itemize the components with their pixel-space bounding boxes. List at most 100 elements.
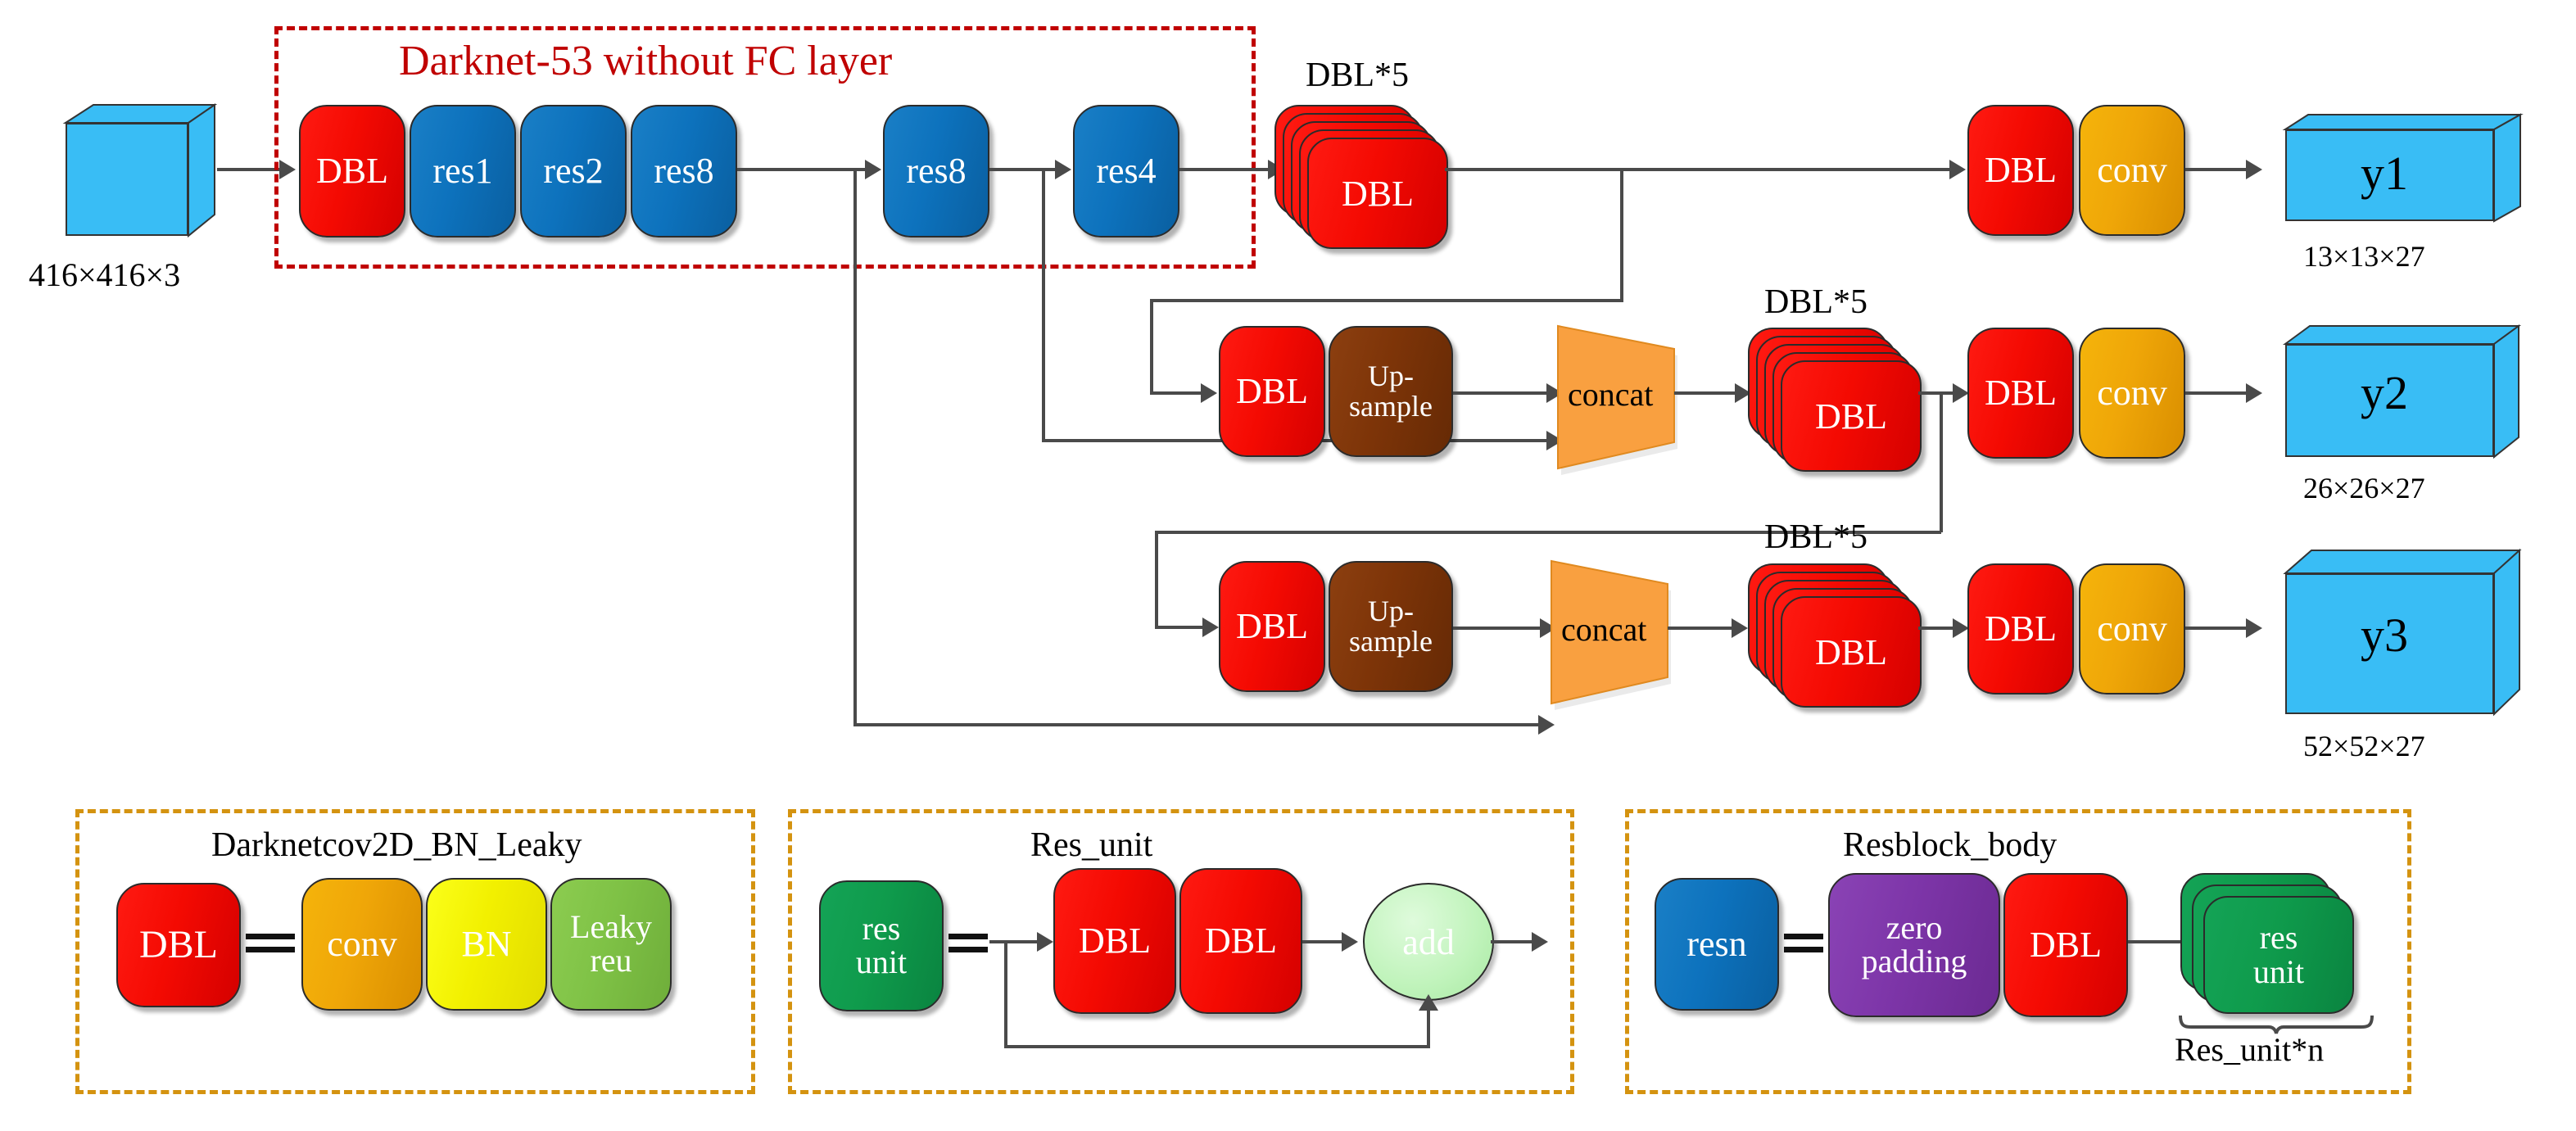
dbl5-stack-branch1[interactable]: DBL	[1274, 105, 1448, 249]
legend-resunit-container	[788, 809, 1574, 1094]
head-conv-branch1[interactable]: conv	[2079, 105, 2185, 236]
arrowhead-res8a-to-res8b	[865, 160, 881, 179]
legend-resunit-edge-to-add	[1302, 940, 1345, 943]
output-cube-y3: y3	[2283, 548, 2531, 717]
arrowhead-branch1-tap-into-dbl	[1201, 383, 1217, 403]
head-conv-branch2[interactable]: conv	[2079, 328, 2185, 459]
head-dbl-branch3[interactable]: DBL	[1967, 563, 2074, 694]
backbone-block-dbl[interactable]: DBL	[299, 105, 405, 238]
arrowhead-dbl5-to-head-branch3	[1953, 618, 1969, 638]
legend-dbl-container	[75, 809, 755, 1094]
head-conv-branch3[interactable]: conv	[2079, 563, 2185, 694]
arrowhead-concat-to-dbl5-branch2	[1735, 383, 1751, 403]
legend-resunit-arrowhead-in	[1037, 932, 1053, 952]
output-label-y2: y2	[2361, 366, 2408, 419]
legend-resblock-equals	[1784, 934, 1823, 952]
arrowhead-input-to-backbone	[279, 160, 296, 179]
legend-resunit-arrowhead-to-add	[1342, 932, 1358, 952]
dbl5-stack-branch2[interactable]: DBL	[1748, 328, 1922, 472]
legend-dbl-conv[interactable]: conv	[301, 878, 423, 1011]
concat-branch3[interactable]: concat	[1551, 559, 1691, 710]
legend-dbl-bn[interactable]: BN	[426, 878, 547, 1011]
route-branch1-tap-vertical	[1620, 168, 1623, 301]
backbone-block-res8-b[interactable]: res8	[883, 105, 989, 238]
legend-resblock-zeropadding[interactable]: zero padding	[1828, 873, 2000, 1017]
legend-resunit-add[interactable]: add	[1363, 883, 1494, 1001]
legend-resblock-lhs[interactable]: resn	[1655, 878, 1779, 1011]
output-label-y1: y1	[2361, 147, 2408, 200]
edge-res4-to-dbl5	[1179, 168, 1270, 171]
legend-resunit-title: Res_unit	[1030, 826, 1153, 864]
route-res8b-vertical	[1042, 168, 1045, 442]
head-dbl-branch1[interactable]: DBL	[1967, 105, 2074, 236]
edge-head-to-output-branch1	[2185, 168, 2249, 171]
input-tensor-cube	[62, 103, 218, 238]
route-branch2-tap-vertical	[1940, 391, 1943, 532]
output-shape-y1: 13×13×27	[2303, 240, 2425, 273]
backbone-block-res1[interactable]: res1	[410, 105, 516, 238]
edge-concat-to-dbl5-branch2	[1674, 391, 1738, 395]
legend-resblock-dbl[interactable]: DBL	[2003, 873, 2128, 1017]
legend-dbl-leaky[interactable]: Leaky reu	[550, 878, 672, 1011]
legend-resblock-edge-to-stack	[2128, 940, 2187, 943]
route-branch2-tap-horizontal	[1155, 531, 1941, 534]
output-shape-y2: 26×26×27	[2303, 472, 2425, 504]
edge-upsample-to-concat-branch3	[1453, 627, 1543, 630]
upsample-dbl-branch3[interactable]: DBL	[1219, 561, 1325, 692]
upsample-block-branch2[interactable]: Up- sample	[1329, 326, 1453, 457]
legend-resblock-brace-label: Res_unit*n	[2175, 1031, 2325, 1068]
route-res8a-vertical	[853, 168, 857, 726]
darknet53-container	[274, 26, 1256, 269]
dbl5-block-branch2: DBL	[1781, 360, 1922, 472]
upsample-block-branch3[interactable]: Up- sample	[1329, 561, 1453, 692]
arrowhead-dbl5-to-head-branch1	[1949, 160, 1966, 179]
legend-dbl-equals	[246, 934, 295, 952]
legend-dbl-lhs[interactable]: DBL	[116, 883, 241, 1007]
arrowhead-branch2-tap-into-dbl	[1202, 618, 1219, 637]
edge-input-to-backbone	[217, 168, 281, 171]
route-branch1-tap-into-dbl	[1150, 391, 1204, 395]
legend-resblock-container	[1625, 809, 2411, 1094]
legend-resunit-arrowhead-out	[1532, 932, 1548, 952]
legend-resunit-skip-horizontal	[1004, 1045, 1430, 1048]
legend-resunit-edge-in	[989, 940, 1040, 943]
edge-head-to-output-branch3	[2185, 627, 2249, 630]
legend-resunit-edge-out	[1491, 940, 1535, 943]
upsample-dbl-branch2[interactable]: DBL	[1219, 326, 1325, 457]
backbone-block-res4[interactable]: res4	[1073, 105, 1179, 238]
legend-resblock-resunit-stack[interactable]: res unit	[2180, 873, 2374, 1017]
legend-resunit-dbl-1[interactable]: DBL	[1053, 868, 1176, 1014]
legend-resblock-title: Resblock_body	[1843, 826, 2058, 864]
backbone-block-res8-a[interactable]: res8	[631, 105, 737, 238]
route-branch2-tap-down	[1155, 531, 1158, 627]
legend-dbl-title: Darknetcov2D_BN_Leaky	[211, 826, 582, 864]
dbl5-label-branch2: DBL*5	[1764, 283, 1867, 321]
output-shape-y3: 52×52×27	[2303, 730, 2425, 762]
legend-resunit-skip-up	[1427, 1009, 1430, 1048]
head-dbl-branch2[interactable]: DBL	[1967, 328, 2074, 459]
arrowhead-route-res8a-to-concat3	[1538, 715, 1555, 735]
edge-res8a-to-res8b	[737, 168, 867, 171]
concat-branch2[interactable]: concat	[1557, 324, 1697, 475]
dbl5-label-branch3: DBL*5	[1764, 518, 1867, 556]
legend-resblock-brace	[2177, 1012, 2382, 1037]
arrowhead-concat-to-dbl5-branch3	[1732, 618, 1748, 638]
arrowhead-res8b-to-res4	[1055, 160, 1071, 179]
route-res8a-horizontal	[853, 723, 1542, 726]
arrowhead-head-to-output-branch1	[2246, 160, 2262, 179]
edge-upsample-to-concat-branch2	[1453, 391, 1550, 395]
legend-resunit-lhs[interactable]: res unit	[819, 880, 944, 1011]
dbl5-stack-branch3[interactable]: DBL	[1748, 563, 1922, 708]
backbone-block-res2[interactable]: res2	[520, 105, 627, 238]
output-cube-y1: y1	[2282, 113, 2531, 225]
route-branch1-tap-down	[1150, 299, 1153, 393]
edge-res8b-to-res4	[989, 168, 1057, 171]
edge-head-to-output-branch2	[2185, 391, 2249, 395]
legend-resunit-dbl-2[interactable]: DBL	[1179, 868, 1302, 1014]
output-label-y3: y3	[2361, 608, 2408, 662]
concat-label-branch3: concat	[1561, 611, 1647, 648]
legend-resunit-skip-arrowhead	[1419, 994, 1438, 1011]
input-shape-caption: 416×416×3	[29, 256, 181, 293]
arrowhead-head-to-output-branch3	[2246, 618, 2262, 638]
